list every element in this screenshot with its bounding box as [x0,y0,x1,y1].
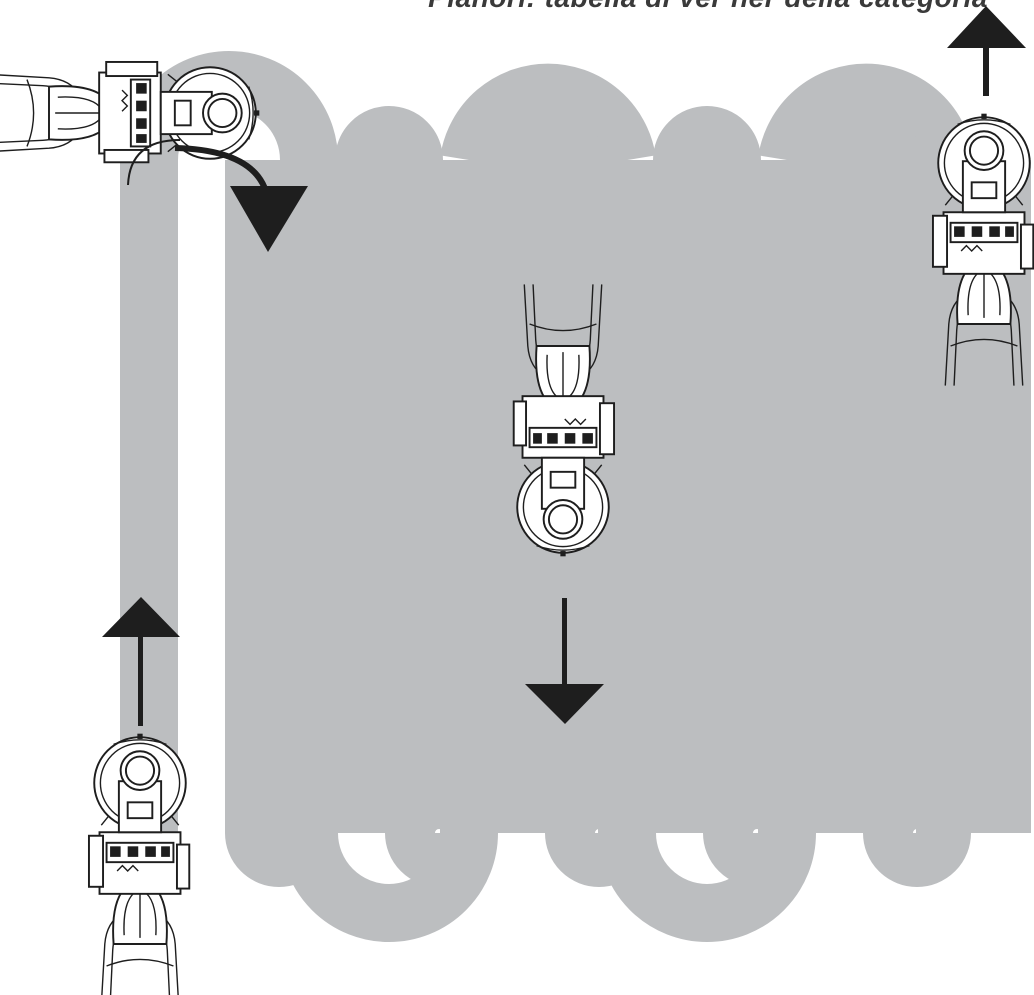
machine-bottom-left [87,732,191,995]
arrow-up-left [102,597,180,726]
arrow-turn-down [127,139,308,252]
arrow-up-right [947,6,1026,96]
arrow-down-center [525,598,604,724]
diagram-title: Pianori: tabella di ver ner della catego… [0,0,1034,14]
serpentine-track-inner [225,106,1031,887]
machine-top-left [0,60,261,164]
